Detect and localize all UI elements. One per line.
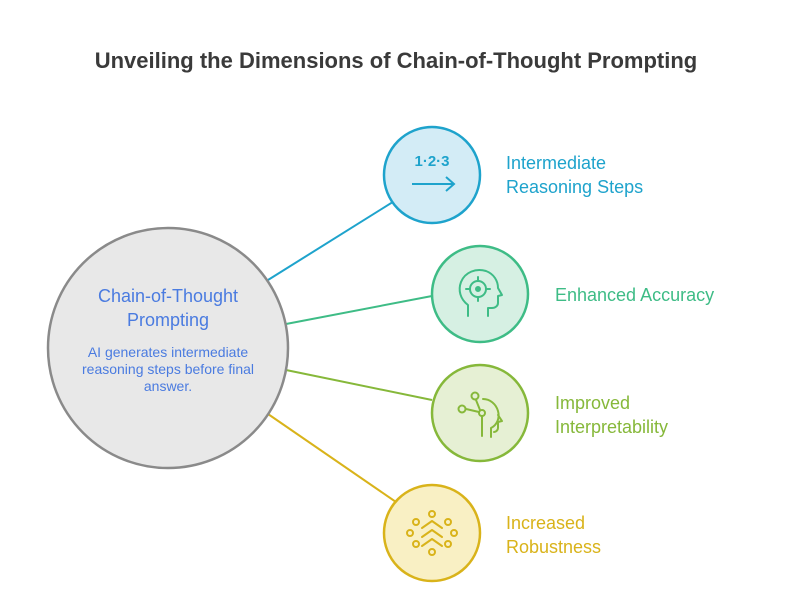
label-increased-robustness: Increased Robustness [506, 511, 706, 559]
steps-arrow-icon: 1·2·3 [412, 153, 456, 192]
center-title-line-2: Prompting [126, 310, 210, 330]
node-circle-4 [382, 483, 482, 583]
connector-1 [267, 199, 397, 281]
node-circle-1 [382, 125, 482, 225]
steps-number-text: 1·2·3 [414, 153, 449, 170]
head-network-icon [457, 391, 503, 438]
label-3-line-1: Improved [555, 393, 631, 413]
node-increased-robustness [382, 483, 482, 583]
connector-2 [285, 295, 433, 325]
page-title: Unveiling the Dimensions of Chain-of-Tho… [94, 48, 698, 73]
head-target-icon [458, 269, 503, 317]
node-enhanced-accuracy [430, 244, 530, 344]
label-1-line-2: Reasoning Steps [506, 177, 644, 197]
center-title: Chain-of-Thought Prompting [70, 284, 266, 332]
label-4-line-1: Increased [506, 513, 586, 533]
node-intermediate-reasoning: 1·2·3 [382, 125, 482, 225]
label-3-line-2: Interpretability [555, 417, 669, 437]
shield-chevrons-icon [406, 510, 458, 556]
center-circle [46, 226, 290, 470]
node-circle-2 [430, 244, 530, 344]
center-title-line-1: Chain-of-Thought [97, 286, 239, 306]
label-enhanced-accuracy: Enhanced Accuracy [555, 283, 775, 307]
connector-3 [285, 369, 433, 401]
center-description: AI generates intermediate reasoning step… [82, 344, 254, 394]
label-2-line-1: Enhanced Accuracy [555, 285, 715, 305]
label-4-line-2: Robustness [506, 537, 602, 557]
label-intermediate-reasoning: Intermediate Reasoning Steps [506, 151, 706, 199]
connector-4 [267, 413, 397, 503]
label-1-line-1: Intermediate [506, 153, 607, 173]
label-improved-interpretability: Improved Interpretability [555, 391, 775, 439]
node-improved-interpretability [430, 363, 530, 463]
